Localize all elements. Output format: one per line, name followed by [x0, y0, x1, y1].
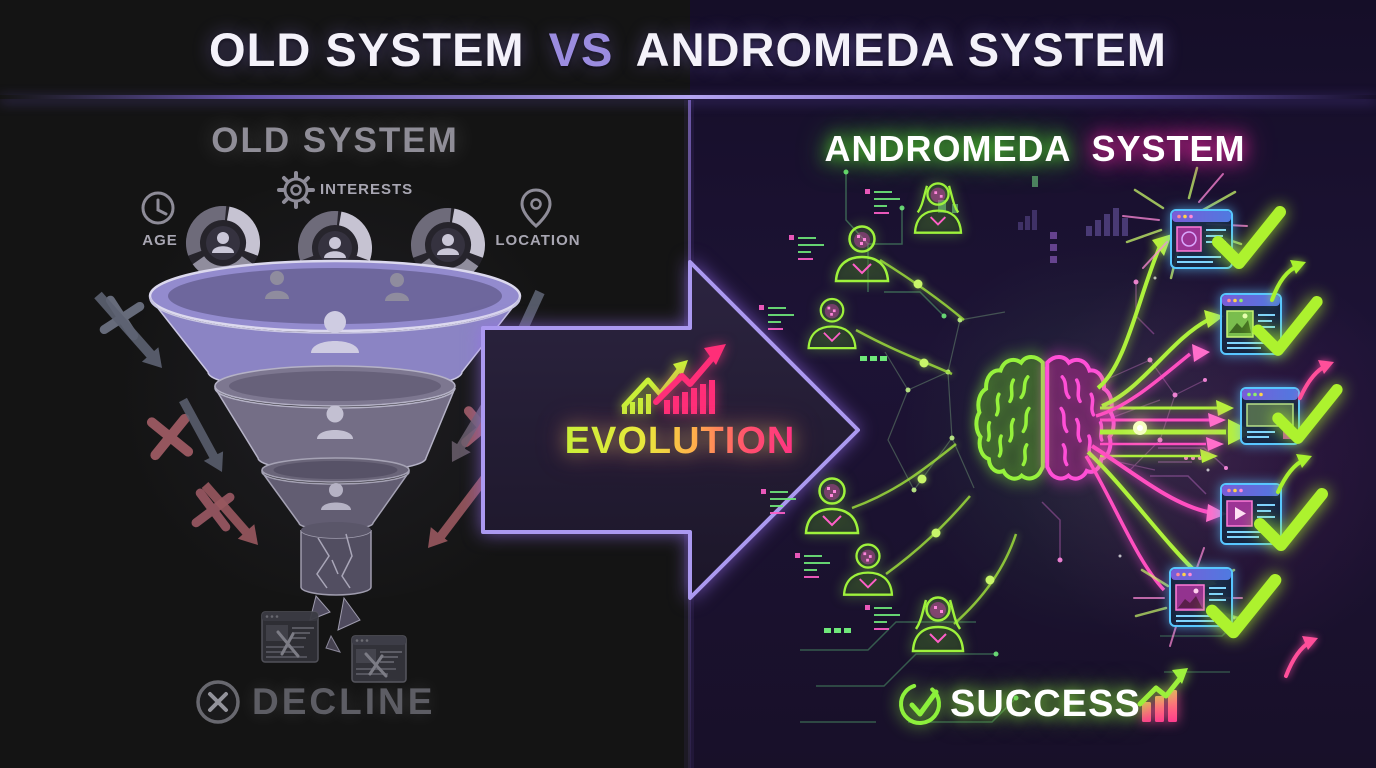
system-word: SYSTEM	[1091, 128, 1246, 169]
down-arrow-icon	[428, 475, 489, 548]
decline-label: DECLINE	[252, 681, 436, 722]
down-arrow-icon	[201, 482, 258, 545]
browser-window-icon	[1220, 293, 1282, 355]
circuit-traces	[800, 169, 1251, 723]
user-avatar-icon	[807, 297, 857, 350]
evolution-arrow	[481, 260, 860, 600]
data-decorations	[824, 176, 1202, 633]
criterion-label-age: AGE	[142, 232, 178, 249]
output-streams	[1084, 234, 1254, 592]
x-mark-icon	[152, 419, 188, 455]
brain-left-hemisphere	[976, 357, 1044, 479]
success-label: SUCCESS	[950, 683, 1141, 725]
gear-icon	[277, 171, 315, 209]
down-arrow-icon	[179, 397, 224, 472]
user-icon-tier-1	[311, 311, 359, 353]
title-vs: VS	[548, 23, 614, 76]
old-system-heading: OLD SYSTEM	[211, 121, 459, 160]
clock-icon	[141, 191, 175, 225]
brain-icon	[976, 357, 1113, 479]
growth-chart-icon	[621, 344, 726, 414]
funnel-inner-users	[265, 271, 409, 301]
result-windows	[1169, 209, 1300, 627]
page-title: OLD SYSTEM VS ANDROMEDA SYSTEM	[0, 22, 1376, 77]
avatar-connectors	[851, 258, 1018, 625]
funnel-icon	[148, 259, 522, 653]
broken-window-icon	[261, 611, 319, 663]
criteria-icons	[141, 171, 552, 228]
browser-window-icon	[1170, 209, 1233, 269]
brain-right-hemisphere	[1046, 357, 1114, 479]
chip-blocks	[938, 176, 1038, 213]
dash-row	[824, 628, 851, 633]
user-avatar-icon	[842, 543, 894, 596]
trend-arrows	[1270, 260, 1334, 678]
user-icon-tier-2	[317, 405, 353, 439]
check-circle-icon	[899, 683, 941, 725]
title-left: OLD SYSTEM	[209, 23, 525, 76]
location-pin-icon	[520, 188, 552, 228]
user-icon-tier-3	[321, 483, 351, 510]
andromeda-word: ANDROMEDA	[824, 128, 1072, 169]
evolution-label: EVOLUTION	[558, 420, 802, 463]
criterion-label-location: LOCATION	[495, 232, 581, 249]
user-avatar-icon	[804, 477, 860, 535]
title-right: ANDROMEDA SYSTEM	[635, 23, 1167, 76]
title-underline	[0, 95, 1376, 99]
growth-chart-icon-success	[1137, 668, 1188, 722]
criterion-label-interests: INTERESTS	[320, 181, 414, 198]
user-avatar-icon	[834, 225, 890, 283]
broken-window-icon	[351, 635, 407, 683]
dash-row	[860, 356, 887, 361]
browser-window-icon	[1169, 567, 1233, 627]
down-arrow-icon	[94, 291, 162, 368]
mini-bar-chart	[1086, 208, 1128, 236]
andromeda-system-heading: ANDROMEDA SYSTEM	[760, 128, 1310, 170]
failed-ad-windows	[261, 611, 407, 683]
mini-bar-chart	[1018, 210, 1037, 230]
pixel-squares	[1050, 232, 1057, 263]
x-circle-icon	[196, 680, 240, 724]
